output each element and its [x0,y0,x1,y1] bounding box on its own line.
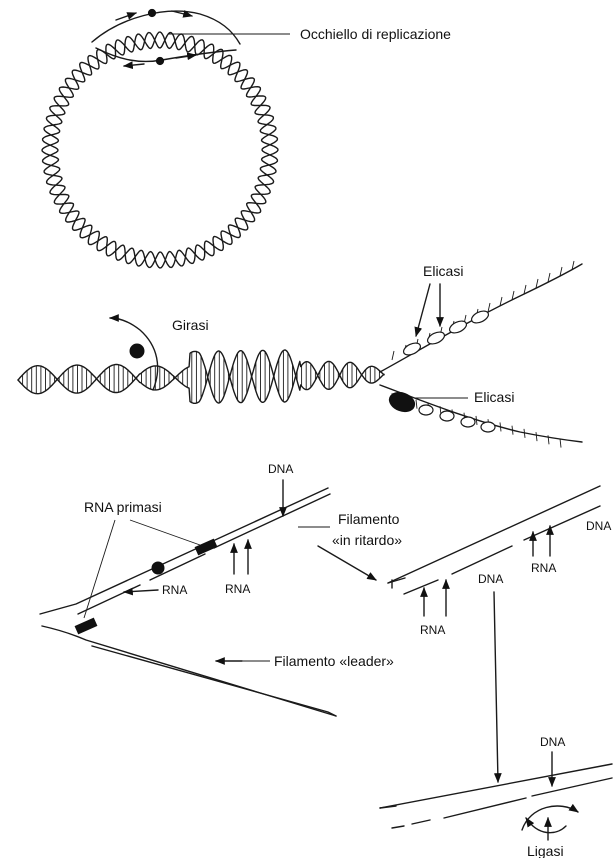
strand-tick [560,439,561,448]
lagging-strand-label-line1: Filamento [338,511,400,527]
ligated-strand-segment-1 [444,798,526,818]
fragment-segment-1 [404,580,438,594]
replication-fork-bottom [156,57,163,64]
ligated-hook [380,806,396,808]
helicase-oval [470,309,491,326]
rna-label-a: RNA [225,582,250,596]
ssb-protein-oval [481,422,495,432]
replication-loop-label: Occhiello di replicazione [300,26,451,42]
lagging-strand-segment-3 [214,494,330,548]
rna-right-top-label: RNA [531,561,556,575]
strand-tick [536,432,537,441]
dna-bottom-label: DNA [540,735,565,749]
fragment-template-strand [388,486,600,583]
replication-loop-bottom-strand [96,48,236,62]
gyrase-enzyme [130,344,144,358]
helicase-bound-protein [387,389,418,415]
ssb-protein-oval [440,411,454,421]
lagging-strand-label-line2: «in ritardo» [332,532,402,548]
ligase-label: Ligasi [527,843,564,858]
replication-fork: Girasi Elicasi Elicasi [18,261,582,448]
ligase-action-arrow-right [522,806,578,830]
step-arrow-to-fragments [318,546,376,580]
strand-tick [392,351,394,360]
strand-tick [416,400,417,409]
ligated-strand-dash-2 [412,820,430,824]
ssb-protein-oval [461,417,475,427]
circular-strand-a [42,33,278,268]
rna-primase-pointer-right [130,520,200,545]
rna-label-b: RNA [162,583,187,597]
strand-tick [476,416,477,425]
dna-top-label: DNA [268,462,293,476]
helicase-top-arrow-left [416,284,430,336]
ssb-protein-oval [419,405,433,415]
rna-right-bottom-label: RNA [420,623,445,637]
ligase-action-arrow-left [526,818,566,833]
replication-fork-top [148,9,155,16]
okazaki-fragments-panel: RNA primasi DNA Filamento «in ritardo» R… [40,462,402,716]
rna-primer-block [75,618,97,633]
step-arrow-to-ligation [494,592,498,782]
strand-tick [524,429,525,438]
fragments-with-primers: DNA DNA RNA RNA [388,486,611,782]
fork-double-helix [18,350,384,403]
ligated-strand-dash-1 [392,826,404,828]
circular-dna-helix [42,32,278,268]
circular-chromosome: Occhiello di replicazione [42,9,451,268]
rna-primase-label: RNA primasi [84,499,162,515]
leading-strand-label: Filamento «leader» [274,653,394,669]
strand-tick [500,422,501,431]
circular-strand-b [43,32,278,268]
ligated-strand-segment-2 [532,778,612,796]
dna-polymerase [152,562,164,574]
ligation-panel: DNA Ligasi [380,735,612,858]
rna-primer-block [195,539,217,554]
dna-right-mid-label: DNA [478,572,503,586]
gyrase-label: Girasi [172,317,209,333]
helicase-top-label: Elicasi [423,263,463,279]
strand-tick [512,426,513,435]
fork-direction-arrow-lower-left [124,64,144,66]
helicase-oval [402,341,423,358]
helicase-bottom-label: Elicasi [474,389,514,405]
dna-right-top-label: DNA [586,519,611,533]
